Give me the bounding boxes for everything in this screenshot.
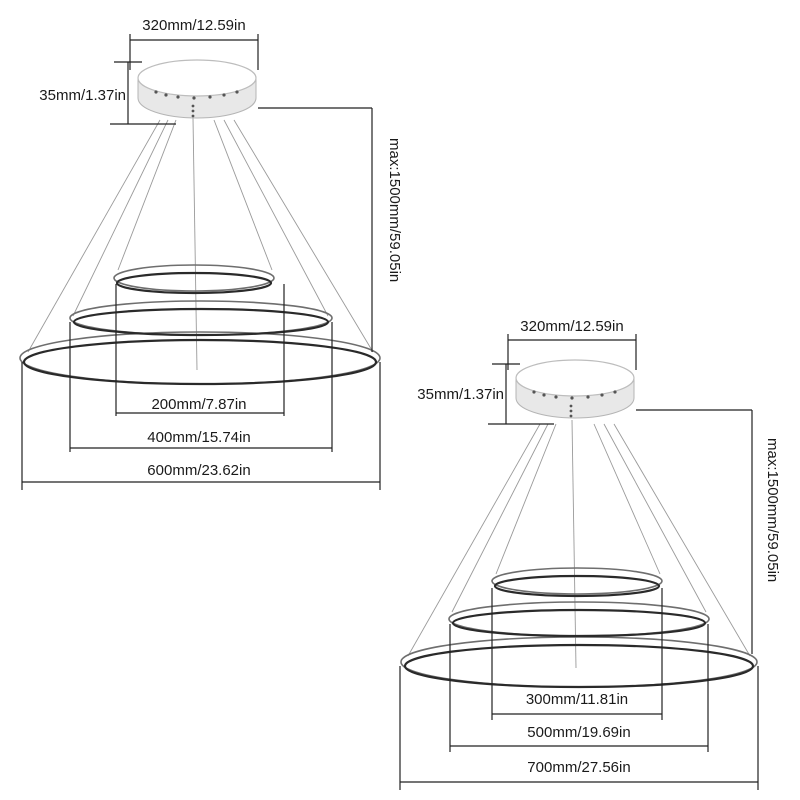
ring-small (491, 567, 663, 598)
lamp-small-drawing: 320mm/12.59in 35mm/1.37in max:1500mm/59.… (19, 17, 403, 490)
max-drop-label: max:1500mm/59.05in (764, 438, 781, 582)
ring-medium (448, 601, 710, 638)
ring-small (113, 264, 275, 295)
canopy-height-label: 35mm/1.37in (39, 87, 126, 104)
suspension-wires (407, 419, 751, 669)
ring-large-width-label: 600mm/23.62in (147, 462, 250, 479)
canopy-diameter-label: 320mm/12.59in (142, 17, 245, 34)
ceiling-canopy (137, 59, 257, 119)
dimension-lines (399, 334, 759, 790)
ring-medium (69, 300, 333, 337)
ring-small-width-label: 200mm/7.87in (151, 396, 246, 413)
ring-small-width-label: 300mm/11.81in (526, 691, 628, 708)
ring-large (19, 331, 381, 386)
lamp-large-drawing: 320mm/12.59in 35mm/1.37in max:1500mm/59.… (399, 318, 781, 790)
ring-medium-width-label: 500mm/19.69in (527, 724, 630, 741)
dimension-lines (21, 34, 381, 490)
canopy-diameter-label: 320mm/12.59in (520, 318, 623, 335)
ring-medium-width-label: 400mm/15.74in (147, 429, 250, 446)
suspension-wires (27, 117, 374, 371)
max-drop-label: max:1500mm/59.05in (386, 138, 403, 282)
ring-large (400, 636, 758, 689)
ceiling-canopy (515, 359, 635, 419)
canopy-height-label: 35mm/1.37in (417, 386, 504, 403)
ring-large-width-label: 700mm/27.56in (527, 759, 630, 776)
